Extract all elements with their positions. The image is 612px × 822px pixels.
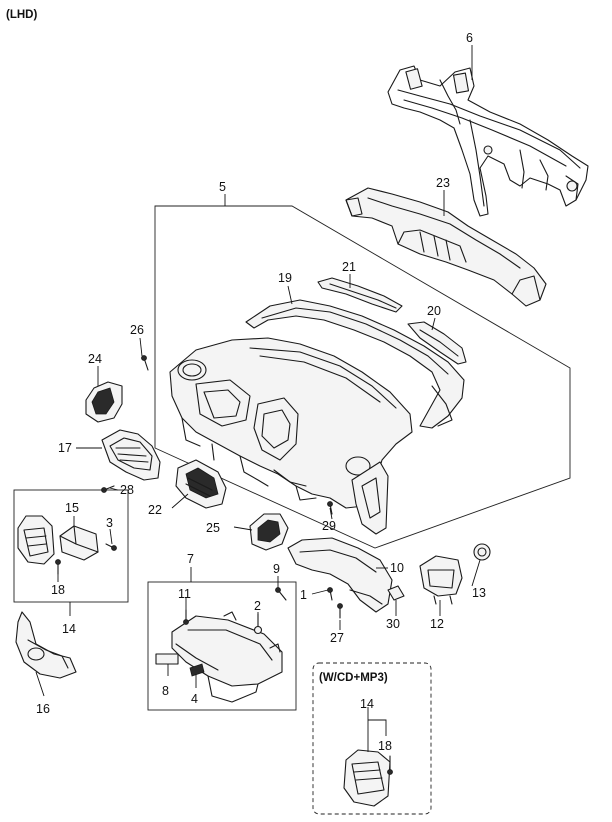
glove-box <box>171 615 283 703</box>
callout-6: 6 <box>466 31 473 45</box>
cluster-facia-panel <box>101 429 161 481</box>
glove-box-upper-panel <box>287 537 393 613</box>
center-heater-duct <box>345 187 547 307</box>
callout-19: 19 <box>278 271 292 285</box>
leader-lines <box>35 45 481 752</box>
callout-25: 25 <box>206 521 220 535</box>
callout-14-inset: 14 <box>360 697 374 711</box>
screw-11 <box>183 609 189 625</box>
dashboard-panel <box>169 337 413 535</box>
callout-27: 27 <box>330 631 344 645</box>
screw-1 <box>327 587 333 601</box>
side-air-vent-right <box>249 513 289 551</box>
callout-3: 3 <box>106 516 113 530</box>
inset-screw-18 <box>387 755 393 775</box>
defroster-nozzle <box>245 299 465 429</box>
callout-9: 9 <box>273 562 280 576</box>
callout-2: 2 <box>254 599 261 613</box>
callout-11: 11 <box>178 587 191 601</box>
airbag-clip <box>473 543 491 561</box>
callout-17: 17 <box>58 441 72 455</box>
callout-23: 23 <box>436 176 450 190</box>
callout-20: 20 <box>427 304 441 318</box>
cowl-cross-bar <box>387 65 589 217</box>
glove-box-latch-4 <box>189 663 205 677</box>
cd-mp3-inset-frame <box>312 662 432 815</box>
callout-8: 8 <box>162 684 169 698</box>
label-8 <box>155 653 179 665</box>
callout-24: 24 <box>88 352 102 366</box>
callout-21: 21 <box>342 260 356 274</box>
callout-28: 28 <box>120 483 134 497</box>
side-defroster-grille <box>407 321 467 365</box>
center-lower-panel <box>15 611 77 679</box>
bracket-30 <box>387 585 405 601</box>
screw-18 <box>55 559 61 575</box>
screw-28 <box>101 485 115 493</box>
callout-30: 30 <box>386 617 400 631</box>
callout-15: 15 <box>65 501 79 515</box>
dash-assembly-frame <box>154 205 571 549</box>
callout-14: 14 <box>62 622 76 636</box>
audio-bracket-15 <box>59 525 99 561</box>
screw-29 <box>327 501 333 515</box>
callout-4: 4 <box>191 692 198 706</box>
callout-10: 10 <box>390 561 404 575</box>
callout-18: 18 <box>51 583 65 597</box>
defroster-grille <box>317 277 403 313</box>
center-air-vent <box>175 459 227 509</box>
callout-5: 5 <box>219 180 226 194</box>
crash-pad-center-frame <box>13 489 129 603</box>
screw-3 <box>105 543 117 551</box>
callout-29: 29 <box>322 519 336 533</box>
passenger-airbag-module <box>419 555 463 605</box>
callout-22: 22 <box>148 503 162 517</box>
stopper-2 <box>253 613 263 635</box>
variant-label: (LHD) <box>6 9 37 21</box>
screw-26 <box>141 355 149 371</box>
callout-26: 26 <box>130 323 144 337</box>
callout-18-inset: 18 <box>378 739 392 753</box>
inset-title: (W/CD+MP3) <box>319 672 388 684</box>
center-facia-panel <box>17 515 55 565</box>
glove-box-frame <box>147 581 297 711</box>
side-air-vent-left <box>85 381 123 423</box>
screw-9 <box>275 587 287 601</box>
screw-27 <box>337 603 343 619</box>
callout-13: 13 <box>472 586 486 600</box>
small-hinge <box>223 611 281 653</box>
cd-mp3-facia-panel <box>343 749 391 807</box>
callout-7: 7 <box>187 552 194 566</box>
callout-16: 16 <box>36 702 50 716</box>
callout-12: 12 <box>430 617 444 631</box>
callout-1: 1 <box>300 588 307 602</box>
